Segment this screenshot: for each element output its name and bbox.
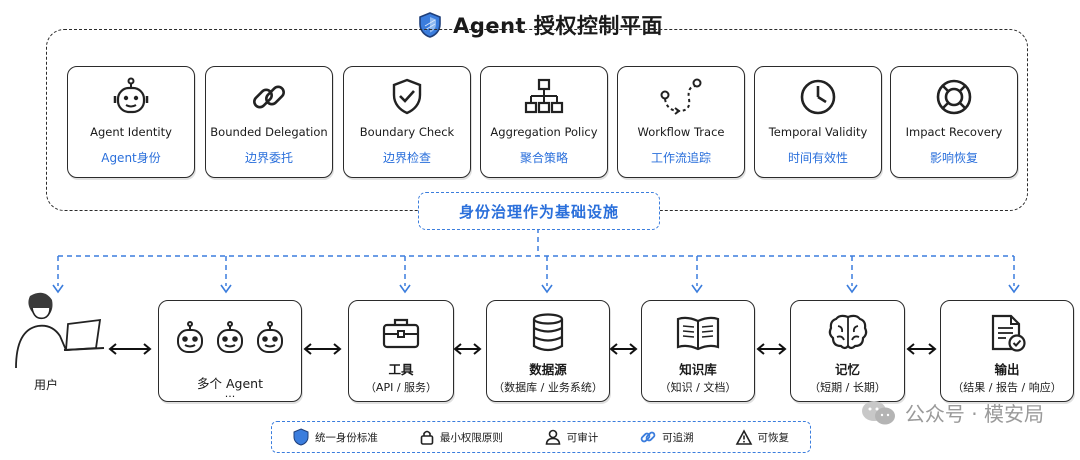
open-book-icon bbox=[676, 316, 720, 351]
user-figure: 用户 bbox=[8, 290, 108, 392]
card-title-zh: 聚合策略 bbox=[519, 151, 568, 165]
box-subtitle: （API / 服务） bbox=[364, 381, 438, 394]
card-title-en: Aggregation Policy bbox=[490, 125, 598, 139]
warning-icon bbox=[735, 428, 752, 445]
card-title-zh: 时间有效性 bbox=[787, 151, 848, 165]
box-subtitle: （短期 / 长期） bbox=[809, 381, 886, 394]
legend-item: 统一身份标准 bbox=[293, 428, 378, 446]
diagram-title: Agent 授权控制平面 bbox=[0, 8, 1080, 42]
link-icon bbox=[640, 431, 656, 443]
card-title-zh: 影响恢复 bbox=[929, 151, 978, 165]
chain-link-icon bbox=[253, 85, 285, 109]
box-subtitle: （数据库 / 业务系统） bbox=[493, 381, 603, 394]
card-title-en: Agent Identity bbox=[90, 125, 172, 139]
multi-robot-icon bbox=[177, 321, 283, 353]
legend-label: 统一身份标准 bbox=[314, 431, 378, 444]
card-bounded-delegation: Bounded Delegation 边界委托 bbox=[205, 66, 333, 178]
brain-icon bbox=[828, 314, 868, 350]
shield-icon bbox=[293, 428, 309, 446]
box-subtitle: ... bbox=[224, 387, 236, 400]
box-subtitle: （知识 / 文档） bbox=[659, 381, 737, 394]
legend-label: 最小权限原则 bbox=[439, 431, 503, 444]
card-impact-recovery: Impact Recovery 影响恢复 bbox=[890, 66, 1018, 178]
lifebuoy-icon bbox=[936, 79, 972, 115]
user-label: 用户 bbox=[34, 378, 59, 392]
card-title-zh: 边界委托 bbox=[244, 151, 293, 165]
person-icon bbox=[545, 429, 561, 445]
card-title-en: Boundary Check bbox=[359, 125, 455, 139]
legend-item: 可审计 bbox=[545, 429, 599, 445]
box-title: 工具 bbox=[388, 362, 414, 377]
identity-governance-label: 身份治理作为基础设施 bbox=[418, 192, 660, 230]
box-title: 多个 Agent bbox=[197, 376, 263, 391]
box-title: 数据源 bbox=[529, 362, 567, 377]
box-multi-agent: 多个 Agent ... bbox=[158, 300, 302, 402]
legend-item: 可恢复 bbox=[735, 428, 790, 445]
legend-label: 可审计 bbox=[566, 431, 599, 444]
workflow-trace-icon bbox=[660, 78, 702, 115]
card-title-en: Bounded Delegation bbox=[210, 125, 328, 139]
legend-item: 可追溯 bbox=[640, 429, 694, 445]
box-knowledge-base: 知识库 （知识 / 文档） bbox=[641, 300, 755, 402]
box-output: 输出 （结果 / 报告 / 响应） bbox=[940, 300, 1074, 402]
card-title-en: Workflow Trace bbox=[637, 125, 725, 139]
lock-icon bbox=[420, 430, 434, 445]
card-title-en: Temporal Validity bbox=[768, 125, 868, 139]
card-title-zh: 工作流追踪 bbox=[650, 151, 711, 165]
database-icon bbox=[532, 313, 564, 352]
box-memory: 记忆 （短期 / 长期） bbox=[790, 300, 905, 402]
shield-check-icon bbox=[392, 78, 422, 115]
card-agent-identity: Agent Identity Agent身份 bbox=[67, 66, 195, 178]
box-data-sources: 数据源 （数据库 / 业务系统） bbox=[486, 300, 610, 402]
title-text: Agent 授权控制平面 bbox=[453, 14, 663, 38]
card-title-zh: 边界检查 bbox=[382, 151, 431, 165]
box-title: 记忆 bbox=[834, 362, 860, 377]
card-boundary-check: Boundary Check 边界检查 bbox=[343, 66, 471, 178]
box-subtitle: （结果 / 报告 / 响应） bbox=[952, 381, 1062, 394]
clock-icon bbox=[800, 79, 836, 115]
box-title: 输出 bbox=[994, 362, 1020, 377]
card-aggregation-policy: Aggregation Policy 聚合策略 bbox=[480, 66, 608, 178]
card-workflow-trace: Workflow Trace 工作流追踪 bbox=[617, 66, 745, 178]
legend-item: 最小权限原则 bbox=[420, 429, 503, 445]
toolbox-icon bbox=[382, 318, 420, 349]
legend: 统一身份标准 最小权限原则 可审计 可追溯 可恢复 bbox=[271, 421, 811, 453]
shield-icon bbox=[419, 12, 441, 38]
card-temporal-validity: Temporal Validity 时间有效性 bbox=[754, 66, 882, 178]
legend-label: 可追溯 bbox=[662, 431, 694, 444]
watermark-text: 公众号 · 模安局 bbox=[904, 402, 1044, 426]
box-tools: 工具 （API / 服务） bbox=[348, 300, 454, 402]
box-title: 知识库 bbox=[679, 362, 717, 377]
watermark: 公众号 · 模安局 bbox=[861, 398, 1044, 427]
wechat-icon bbox=[861, 400, 895, 424]
document-check-icon bbox=[991, 314, 1026, 352]
card-title-zh: Agent身份 bbox=[101, 151, 161, 165]
card-title-en: Impact Recovery bbox=[905, 125, 1003, 139]
hierarchy-icon bbox=[524, 78, 564, 114]
legend-label: 可恢复 bbox=[757, 431, 790, 444]
user-at-laptop-icon bbox=[15, 292, 105, 369]
robot-icon bbox=[113, 77, 149, 114]
